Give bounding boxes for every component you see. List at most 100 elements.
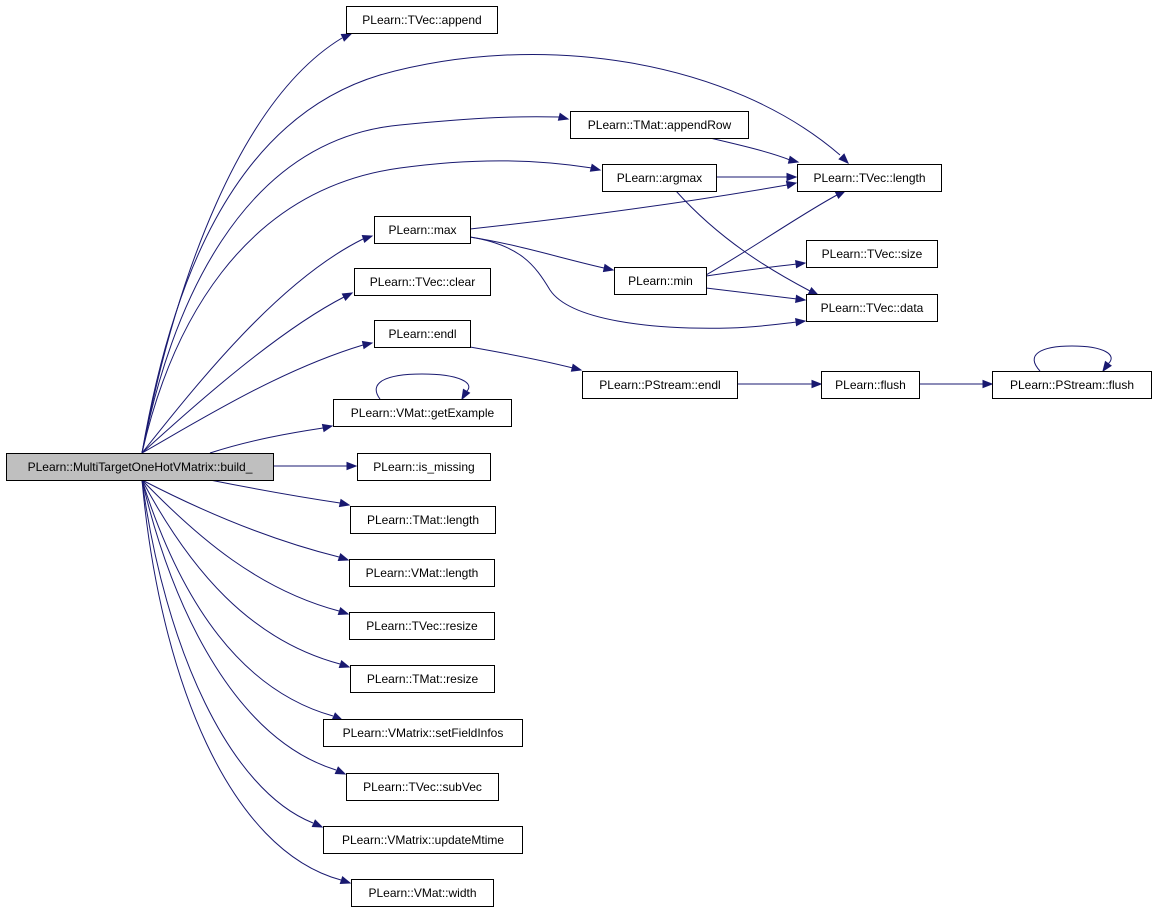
node-box <box>323 719 523 747</box>
node-tvec-data[interactable]: PLearn::TVec::data <box>806 294 938 322</box>
edge-line <box>141 479 340 558</box>
edge-endl-to-pstream_endl <box>469 346 583 372</box>
edge-arrowhead <box>795 259 807 269</box>
edge-arrowhead <box>807 286 820 296</box>
edge-line <box>141 479 341 665</box>
edge-line <box>1033 345 1112 372</box>
node-box <box>333 399 512 427</box>
node-box <box>351 879 494 907</box>
edge-arrowhead <box>1102 360 1112 373</box>
edge-line <box>141 344 364 454</box>
node-tvec-length[interactable]: PLearn::TVec::length <box>797 164 942 192</box>
edge-arrowhead <box>795 294 807 304</box>
edge-arrowhead <box>331 712 344 721</box>
node-label: PLearn::TMat::appendRow <box>588 118 732 132</box>
node-max[interactable]: PLearn::max <box>374 216 471 244</box>
edge-tmat_appendrow-to-tvec_length <box>709 137 800 164</box>
node-box <box>346 6 498 34</box>
node-label: PLearn::MultiTargetOneHotVMatrix::build_ <box>28 460 253 474</box>
node-label: PLearn::VMat::width <box>368 886 476 900</box>
edge-root-to-endl <box>141 340 374 454</box>
edge-root-to-tvec_subvec <box>141 479 347 775</box>
node-box <box>357 453 491 481</box>
edge-arrowhead <box>341 292 354 302</box>
edge-line <box>141 479 342 881</box>
node-box <box>821 371 920 399</box>
edge-flush-to-pstream_flush <box>919 379 994 389</box>
node-box <box>614 267 707 295</box>
node-tmat-resize[interactable]: PLearn::TMat::resize <box>350 665 495 693</box>
node-label: PLearn::TVec::size <box>822 247 923 261</box>
edge-arrowhead <box>602 263 615 273</box>
edge-arrowhead <box>982 379 994 389</box>
edge-root-to-vmat_width <box>141 479 352 885</box>
node-box <box>374 216 471 244</box>
edge-vmat_getexample-to-vmat_getexample <box>375 373 471 401</box>
node-tvec-subvec[interactable]: PLearn::TVec::subVec <box>346 773 499 801</box>
node-box <box>582 371 738 399</box>
edge-arrowhead <box>461 388 471 401</box>
node-vmatrix-updatemtime[interactable]: PLearn::VMatrix::updateMtime <box>323 826 523 854</box>
node-label: PLearn::endl <box>388 327 456 341</box>
node-root[interactable]: PLearn::MultiTargetOneHotVMatrix::build_ <box>6 453 274 481</box>
node-tmat-appendrow[interactable]: PLearn::TMat::appendRow <box>570 111 749 139</box>
edge-line <box>375 373 470 400</box>
node-endl[interactable]: PLearn::endl <box>374 320 471 348</box>
edge-arrowhead <box>785 180 798 190</box>
edge-root-to-tmat_appendrow <box>141 112 570 454</box>
node-min[interactable]: PLearn::min <box>614 267 707 295</box>
node-argmax[interactable]: PLearn::argmax <box>602 164 717 192</box>
edge-pstream_endl-to-flush <box>737 379 823 389</box>
node-tvec-resize[interactable]: PLearn::TVec::resize <box>349 612 495 640</box>
edge-arrowhead <box>361 340 374 350</box>
node-tvec-clear[interactable]: PLearn::TVec::clear <box>354 268 491 296</box>
edge-arrowhead <box>339 875 352 885</box>
node-label: PLearn::min <box>628 274 693 288</box>
node-vmatrix-setfieldinfos[interactable]: PLearn::VMatrix::setFieldInfos <box>323 719 523 747</box>
node-label: PLearn::TVec::resize <box>366 619 478 633</box>
node-box <box>349 612 495 640</box>
node-label: PLearn::max <box>388 223 456 237</box>
edge-arrowhead <box>338 498 351 508</box>
edge-root-to-is_missing <box>273 461 358 471</box>
node-flush[interactable]: PLearn::flush <box>821 371 920 399</box>
edge-line <box>209 427 324 454</box>
edge-root-to-max <box>141 234 374 454</box>
node-label: PLearn::flush <box>835 378 906 392</box>
edge-pstream_flush-to-pstream_flush <box>1033 345 1112 373</box>
node-pstream-endl[interactable]: PLearn::PStream::endl <box>582 371 738 399</box>
edge-line <box>141 238 364 454</box>
edge-line <box>141 160 593 454</box>
node-label: PLearn::TMat::length <box>367 513 479 527</box>
edge-root-to-tvec_resize <box>141 479 350 616</box>
edge-arrowhead <box>361 234 374 244</box>
edge-arrowhead <box>786 172 798 182</box>
edge-line <box>709 137 791 161</box>
edge-arrowhead <box>340 33 353 42</box>
node-box <box>797 164 942 192</box>
edge-line <box>141 479 314 824</box>
node-vmat-getexample[interactable]: PLearn::VMat::getExample <box>333 399 512 427</box>
edge-line <box>141 479 337 771</box>
node-tvec-size[interactable]: PLearn::TVec::size <box>806 240 938 268</box>
node-box <box>346 773 499 801</box>
edge-arrowhead <box>570 363 583 372</box>
node-tvec-append[interactable]: PLearn::TVec::append <box>346 6 498 34</box>
edge-arrowhead <box>321 423 334 433</box>
node-label: PLearn::TVec::clear <box>370 275 475 289</box>
node-label: PLearn::PStream::flush <box>1010 378 1134 392</box>
edge-arrowhead <box>337 606 350 616</box>
node-vmat-width[interactable]: PLearn::VMat::width <box>351 879 494 907</box>
edge-root-to-argmax <box>141 160 602 454</box>
node-tmat-length[interactable]: PLearn::TMat::length <box>350 506 496 534</box>
node-label: PLearn::TVec::length <box>813 171 925 185</box>
node-pstream-flush[interactable]: PLearn::PStream::flush <box>992 371 1152 399</box>
node-box <box>350 665 495 693</box>
node-vmat-length[interactable]: PLearn::VMat::length <box>349 559 495 587</box>
node-is-missing[interactable]: PLearn::is_missing <box>357 453 491 481</box>
edge-line <box>705 194 838 276</box>
edge-root-to-tvec_clear <box>141 292 354 454</box>
edge-root-to-vmat_getexample <box>209 423 334 454</box>
edge-arrowhead <box>811 379 823 389</box>
